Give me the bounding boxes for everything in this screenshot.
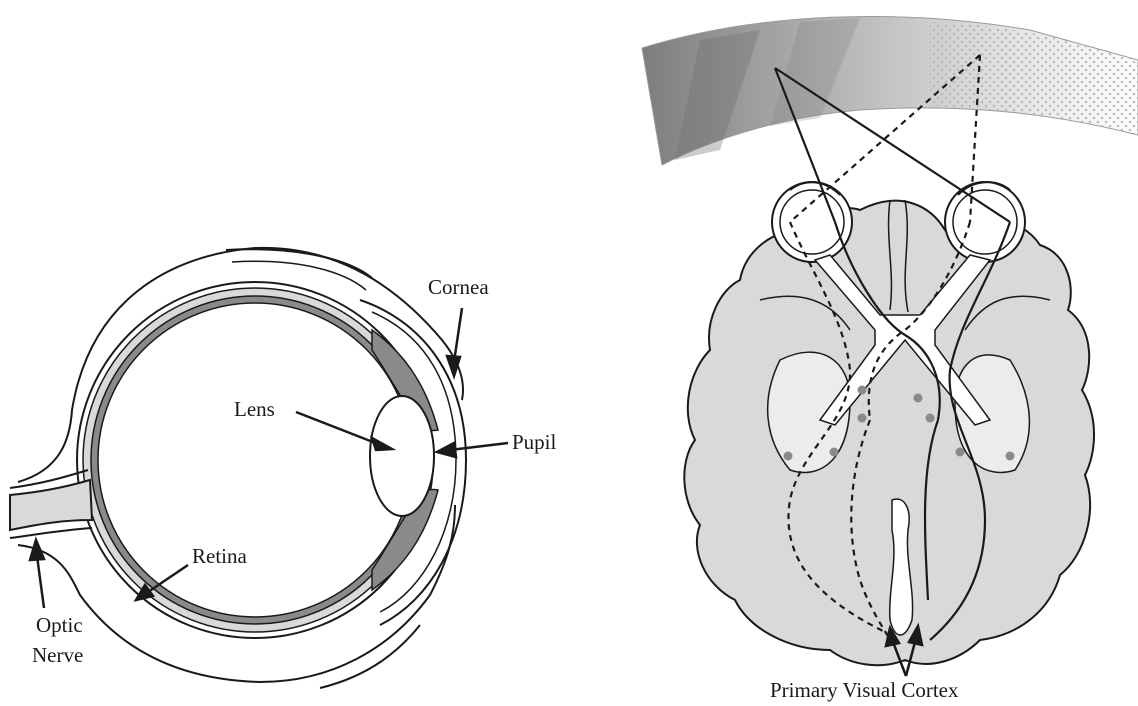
lens-label: Lens bbox=[234, 397, 275, 421]
midline-structure bbox=[890, 499, 913, 635]
optic-nerve-label-line2: Nerve bbox=[32, 643, 83, 667]
eye-cross-section: Cornea Lens Pupil Retina Optic Nerve bbox=[10, 248, 557, 688]
eye-interior bbox=[98, 303, 412, 617]
retina-label: Retina bbox=[192, 544, 247, 568]
cornea-label: Cornea bbox=[428, 275, 489, 299]
brain-visual-pathway: Primary Visual Cortex bbox=[642, 16, 1138, 702]
right-eyeball bbox=[945, 182, 1025, 262]
pupil-label: Pupil bbox=[512, 430, 557, 454]
primary-visual-cortex-label: Primary Visual Cortex bbox=[770, 678, 959, 702]
left-eyeball bbox=[772, 182, 852, 262]
optic-nerve-label-line1: Optic bbox=[36, 613, 83, 637]
lens bbox=[370, 396, 434, 516]
brain-outline bbox=[684, 201, 1094, 665]
optic-nerve bbox=[10, 480, 92, 530]
